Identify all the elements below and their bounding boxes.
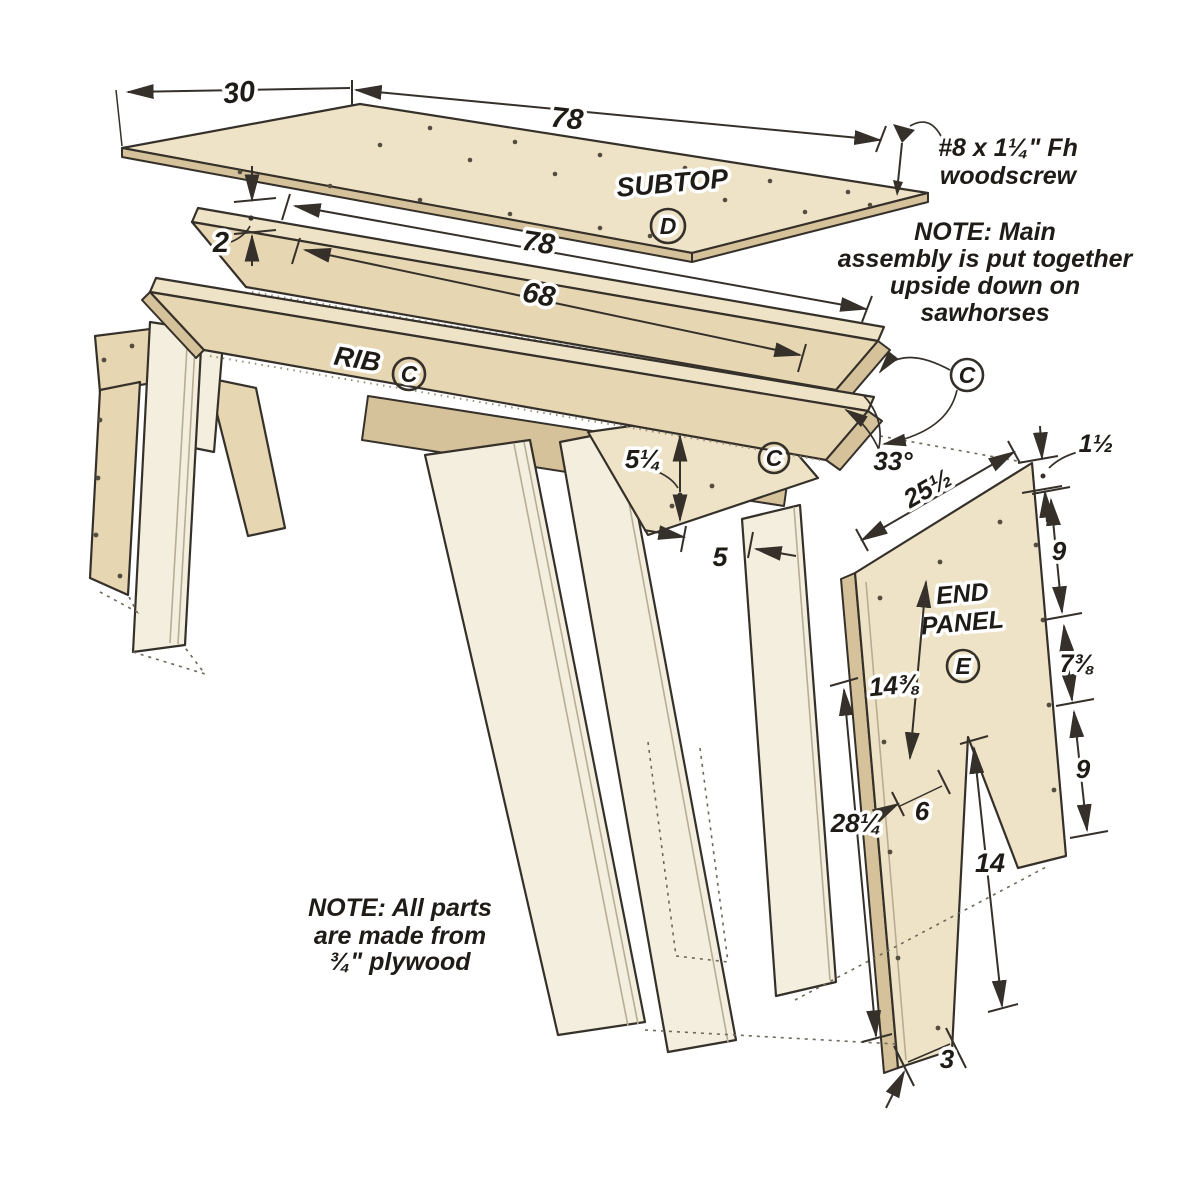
dim-screw-spacing-bottom: 9 [1069, 709, 1109, 839]
dim-screw-spacing-top-text: 9 [1052, 536, 1067, 566]
dim-notch-width: 5 [643, 525, 797, 576]
left-feet-hidden-edges [99, 591, 208, 676]
dim-notch-depth-text: 5¼ [625, 444, 661, 474]
dim-screw-spacing-mid: 7⅜ [1055, 623, 1098, 707]
subtop-letter: D [660, 213, 677, 239]
dim-top-offset-text: 1½ [1079, 430, 1114, 458]
assembly-note-2: assembly is put together [838, 245, 1134, 273]
end-panel-letter-badge [945, 648, 981, 684]
dim-notch-width-text: 5 [712, 542, 728, 572]
dim-panel-height: 28¼ [826, 677, 893, 1043]
material-note-3: ¾" plywood [329, 948, 471, 976]
rib-marker-mid-letter: C [766, 445, 783, 471]
screw-note-1: #8 x 1¼" Fh [938, 134, 1078, 162]
dim-rib-length-text: 78 [520, 225, 558, 262]
assembly-note: NOTE: Main assembly is put together upsi… [834, 215, 1137, 331]
rib-letter-badge [391, 356, 427, 392]
dim-leg-inside-text: 14 [975, 848, 1005, 878]
dim-top-length-text: 78 [549, 101, 585, 136]
assembly-note-4: sawhorses [920, 299, 1049, 327]
dim-explode-gap: 2 [208, 166, 277, 266]
woodscrew-callout: #8 x 1¼" Fh woodscrew [893, 121, 1081, 196]
end-panel-label-2: PANEL [920, 605, 1005, 640]
screw-icon [893, 124, 915, 143]
screw-note-2: woodscrew [940, 162, 1078, 190]
right-end-legs [423, 428, 838, 1054]
left-panel-left-leg [88, 380, 142, 597]
rib-letter: C [401, 361, 418, 387]
rib-callout-badge [949, 357, 985, 393]
dim-top-width: 30 [115, 72, 353, 147]
end-panel-letter: E [955, 653, 971, 679]
right-front-leg [740, 503, 838, 998]
dim-top-length: 78 [353, 85, 887, 153]
left-end-panel [88, 320, 287, 676]
dim-foot-width: 3 [885, 1027, 967, 1109]
dim-explode-gap-text: 2 [212, 227, 229, 259]
rib-marker-mid-badge [757, 441, 791, 475]
dim-foot-width-text: 3 [940, 1044, 955, 1074]
dim-notch-bottom-text: 6 [915, 796, 930, 826]
dim-screw-spacing-bottom-text: 9 [1076, 754, 1091, 784]
end-panel-exploded: END PANEL E [840, 461, 1068, 1074]
left-panel-right-leg [206, 376, 287, 538]
dim-panel-height-text: 28¼ [830, 808, 882, 838]
rib-callout-letter: C [959, 362, 976, 388]
dim-screw-spacing-top: 9 [1031, 486, 1083, 621]
dim-notch-depth: 5¼ [621, 433, 688, 523]
center-front-leg [423, 438, 647, 1037]
end-panel-screw-holes [877, 519, 1057, 1031]
dim-leg-inside: 14 [959, 735, 1019, 1013]
assembly-note-1: NOTE: Main [914, 218, 1056, 246]
dim-top-width-text: 30 [221, 75, 256, 110]
rib-callout-marker: C [878, 350, 985, 447]
dim-panel-inner-text: 14⅜ [868, 668, 921, 702]
dim-screw-spacing-mid-text: 7⅜ [1060, 650, 1095, 678]
material-note-1: NOTE: All parts [308, 894, 492, 922]
material-note: NOTE: All parts are made from ¾" plywood [305, 891, 496, 980]
end-panel-label-1: END [935, 578, 990, 610]
assembly-note-3: upside down on [890, 272, 1080, 300]
material-note-2: are made from [314, 922, 486, 950]
dim-bevel-angle-text: 33° [873, 446, 913, 476]
hidden-leg-edges [647, 741, 729, 963]
rib-marker-mid: C [757, 441, 791, 475]
